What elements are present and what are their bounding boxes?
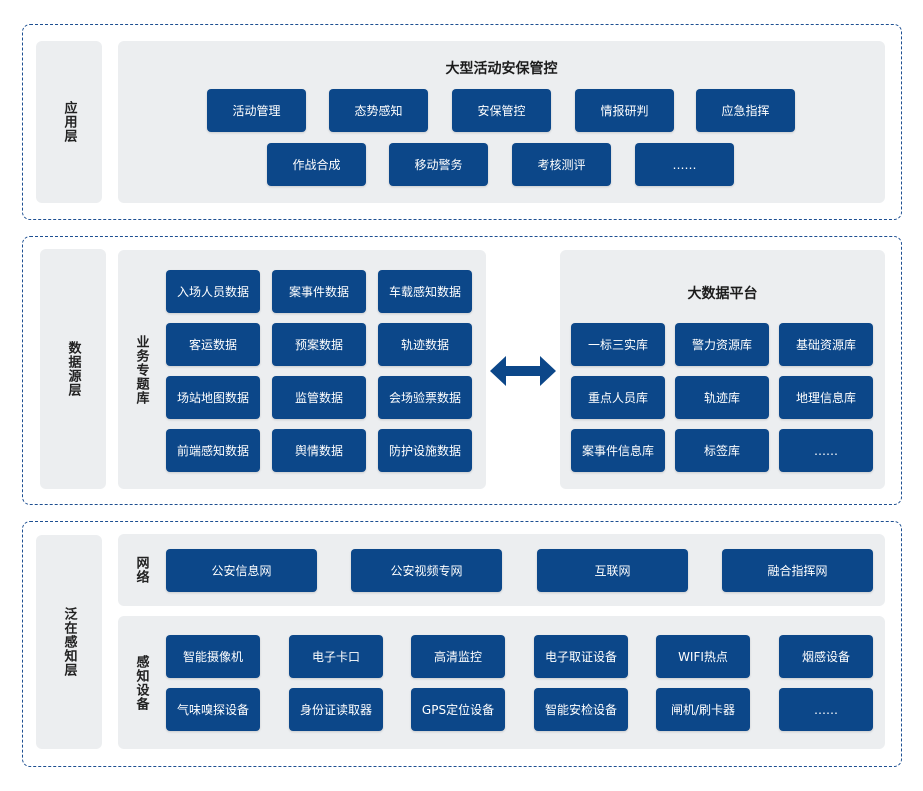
business-item[interactable]: 入场人员数据 [166,270,260,313]
platform-item[interactable]: 重点人员库 [571,376,665,419]
platform-item[interactable]: 警力资源库 [675,323,769,366]
platform-item[interactable]: …… [779,429,873,472]
data-layer-label-panel: 数据源层 [40,249,106,489]
device-item[interactable]: 身份证读取器 [289,688,383,731]
device-item[interactable]: 闸机/刷卡器 [656,688,750,731]
app-item[interactable]: 考核测评 [512,143,611,186]
app-item[interactable]: 安保管控 [452,89,551,132]
platform-item[interactable]: 标签库 [675,429,769,472]
business-item[interactable]: 案事件数据 [272,270,366,313]
business-label-area: 业务专题库 [118,250,164,489]
device-item[interactable]: 电子取证设备 [534,635,628,678]
device-item[interactable]: …… [779,688,873,731]
perception-layer [22,521,902,767]
business-item[interactable]: 防护设施数据 [378,429,472,472]
device-label-area: 感知设备 [118,616,164,749]
network-item[interactable]: 融合指挥网 [722,549,873,592]
app-item[interactable]: 移动警务 [389,143,488,186]
perception-layer-label: 泛在感知层 [61,607,77,677]
platform-item[interactable]: 基础资源库 [779,323,873,366]
device-item[interactable]: 烟感设备 [779,635,873,678]
device-item[interactable]: GPS定位设备 [411,688,505,731]
network-item[interactable]: 公安信息网 [166,549,317,592]
business-item[interactable]: 会场验票数据 [378,376,472,419]
device-item[interactable]: 高清监控 [411,635,505,678]
business-item[interactable]: 监管数据 [272,376,366,419]
business-item[interactable]: 前端感知数据 [166,429,260,472]
network-label: 网络 [133,556,149,584]
data-source-layer [22,236,902,505]
device-item[interactable]: 智能摄像机 [166,635,260,678]
business-item[interactable]: 舆情数据 [272,429,366,472]
application-layer [22,24,902,220]
perception-layer-label-panel: 泛在感知层 [36,535,102,749]
business-item[interactable]: 车载感知数据 [378,270,472,313]
device-label: 感知设备 [133,654,149,711]
platform-item[interactable]: 地理信息库 [779,376,873,419]
platform-item[interactable]: 轨迹库 [675,376,769,419]
data-layer-label: 数据源层 [65,341,81,397]
network-label-area: 网络 [118,534,164,606]
business-item[interactable]: 客运数据 [166,323,260,366]
device-item[interactable]: WIFI热点 [656,635,750,678]
app-item[interactable]: 活动管理 [207,89,306,132]
app-item[interactable]: 作战合成 [267,143,366,186]
business-item[interactable]: 场站地图数据 [166,376,260,419]
business-item[interactable]: 预案数据 [272,323,366,366]
app-item[interactable]: 情报研判 [575,89,674,132]
app-item[interactable]: 应急指挥 [696,89,795,132]
app-item[interactable]: …… [635,143,734,186]
business-label: 业务专题库 [133,334,149,405]
device-item[interactable]: 气味嗅探设备 [166,688,260,731]
application-title: 大型活动安保管控 [445,61,558,77]
business-item[interactable]: 轨迹数据 [378,323,472,366]
platform-item[interactable]: 一标三实库 [571,323,665,366]
application-layer-label-panel: 应用层 [36,41,102,203]
double-arrow-icon [490,356,556,386]
network-item[interactable]: 互联网 [537,549,688,592]
app-item[interactable]: 态势感知 [329,89,428,132]
device-item[interactable]: 电子卡口 [289,635,383,678]
device-item[interactable]: 智能安检设备 [534,688,628,731]
platform-item[interactable]: 案事件信息库 [571,429,665,472]
platform-title: 大数据平台 [687,286,758,302]
network-item[interactable]: 公安视频专网 [351,549,502,592]
application-layer-label: 应用层 [61,101,77,143]
